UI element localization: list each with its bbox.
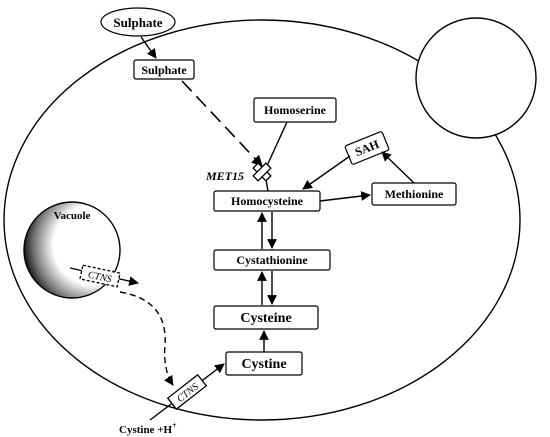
ctns-vacuole-label: CTNS — [87, 270, 113, 286]
met15-enzyme-symbol — [252, 162, 272, 182]
cystine-h-base: Cystine +H — [119, 424, 172, 436]
homoserine-label: Homoserine — [264, 103, 327, 117]
sulphate-outside-node — [100, 7, 176, 37]
cystine-h-sup: + — [172, 421, 177, 430]
line-met15-to-homocysteine — [265, 179, 269, 192]
sulphate-inside-label: Sulphate — [141, 63, 187, 77]
met15-label: MET15 — [205, 169, 244, 183]
vacuole-label: Vacuole — [54, 210, 91, 222]
ctns-vacuole-transporter: CTNS — [79, 264, 121, 288]
sulphate-inside-node — [133, 59, 195, 80]
arrow-sah-to-homocysteine — [302, 155, 351, 190]
cysteine-label: Cysteine — [240, 311, 291, 326]
arrow-sulphate-import — [140, 36, 157, 59]
bud-outline — [415, 17, 537, 139]
arrow-sulphate-to-met15 — [181, 80, 263, 167]
cystathionine-node — [213, 249, 331, 271]
homoserine-node — [253, 97, 337, 123]
arrow-vacuole-to-membrane — [119, 291, 174, 386]
homocysteine-label: Homocysteine — [231, 194, 304, 208]
line-homoserine-to-met15 — [265, 121, 288, 169]
sah-node: SAH — [344, 131, 390, 165]
cystine-label: Cystine — [241, 357, 286, 372]
cysteine-node — [213, 305, 319, 330]
cystine-h-label: Cystine +H+ — [119, 421, 177, 436]
arrow-homocysteine-to-methionine — [319, 191, 371, 202]
cell-outline — [3, 19, 521, 421]
methionine-label: Methionine — [385, 187, 444, 201]
ctns-membrane-transporter: CTNS — [166, 373, 208, 411]
cystathionine-label: Cystathionine — [236, 253, 308, 267]
sulphate-outside-label: Sulphate — [113, 15, 162, 30]
arrow-methionine-to-sah — [381, 151, 415, 184]
